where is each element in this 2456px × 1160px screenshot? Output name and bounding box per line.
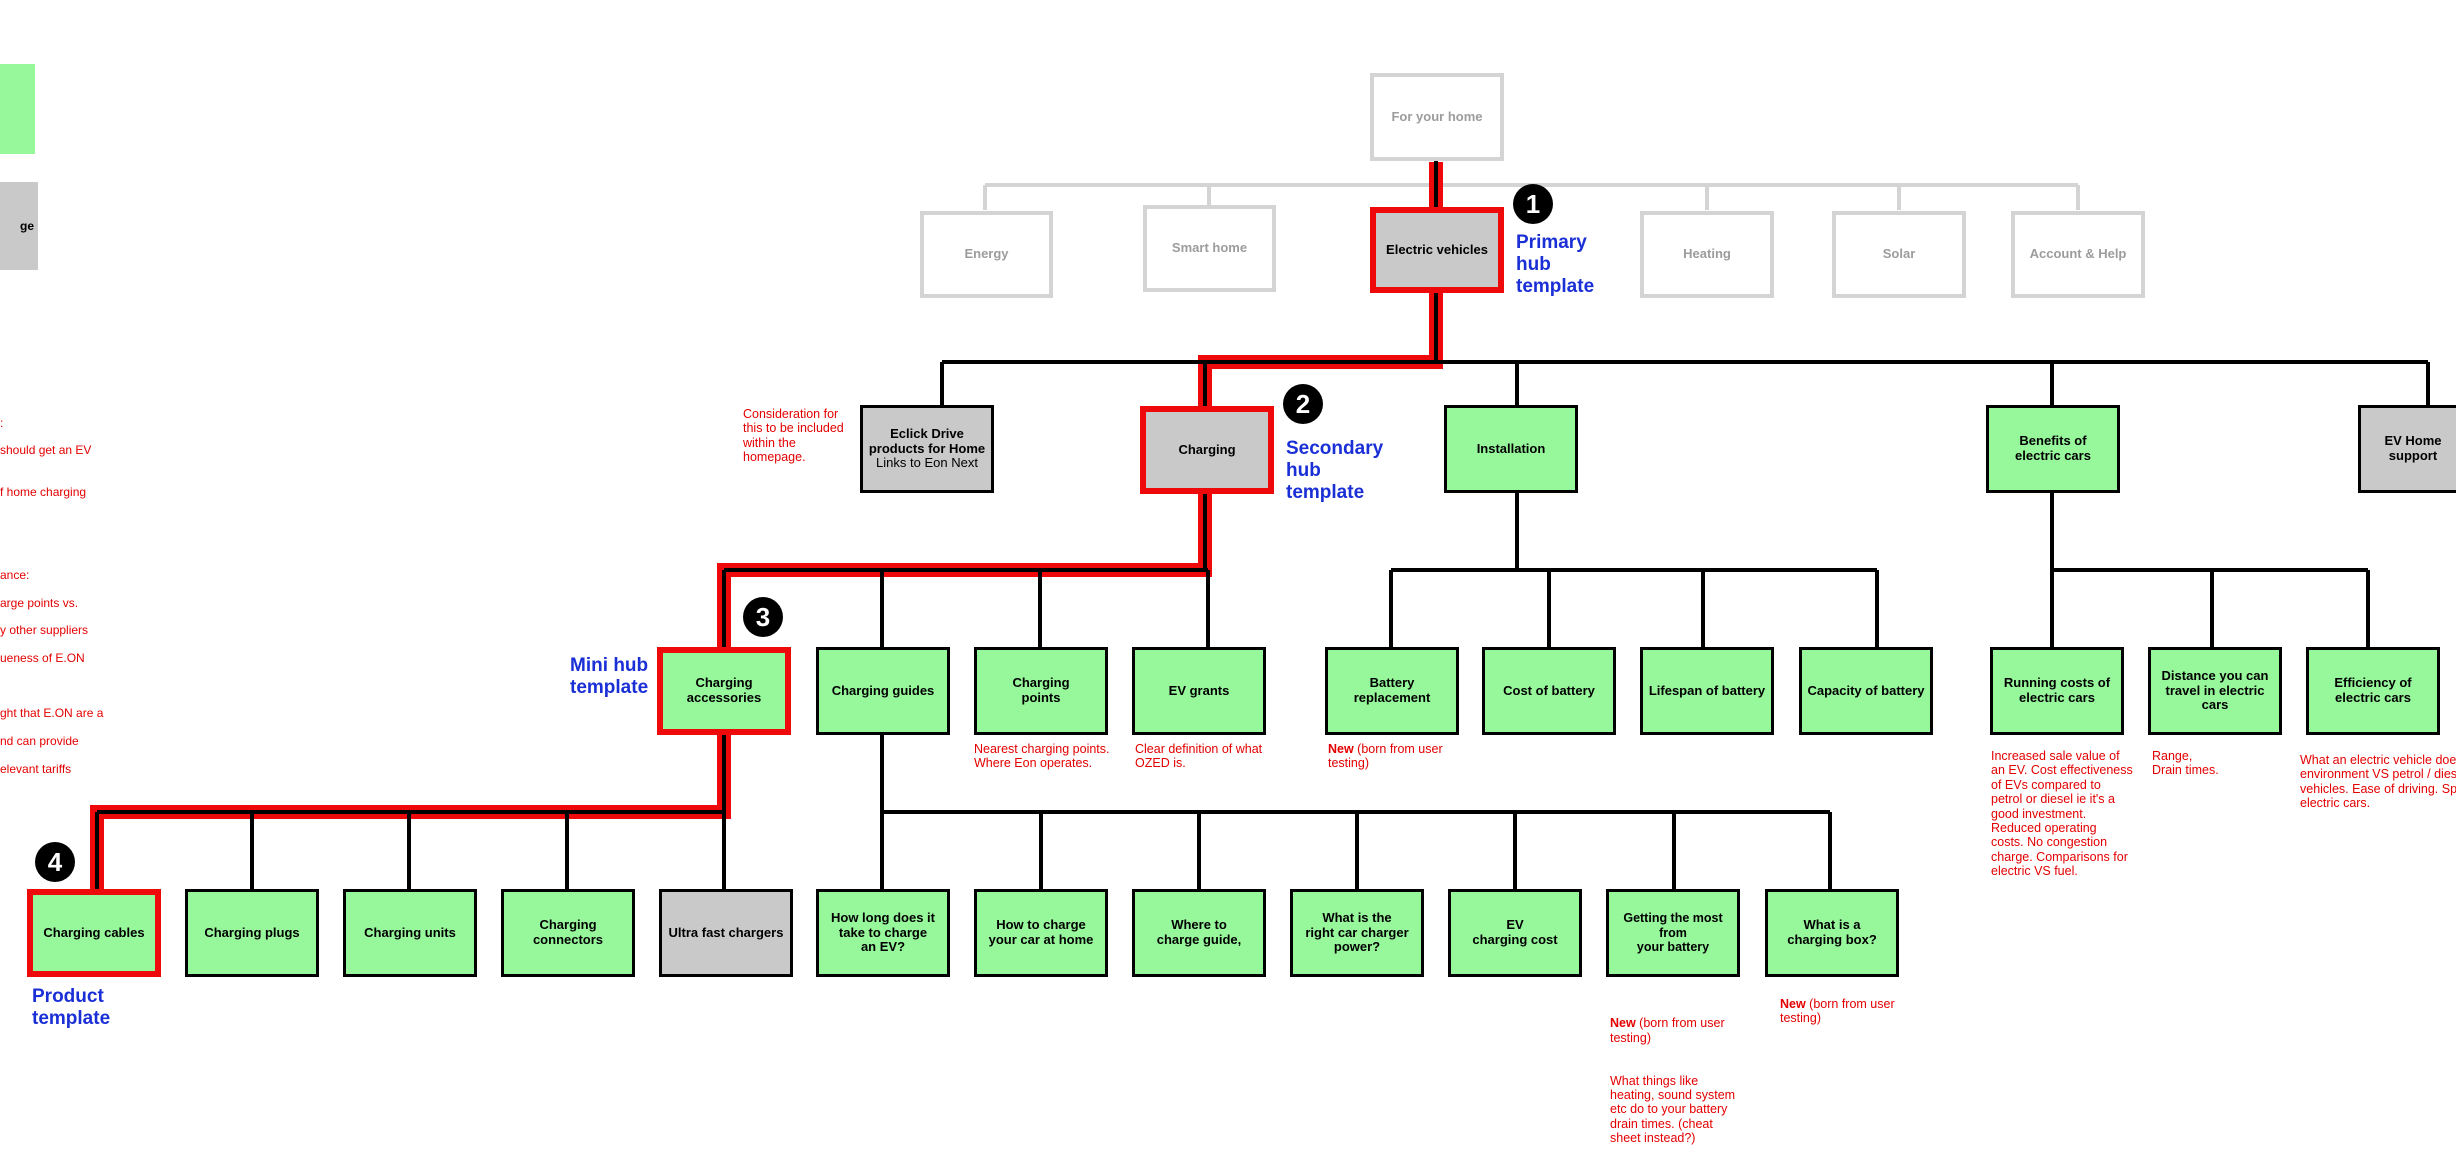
node-installation[interactable]: Installation	[1444, 405, 1578, 493]
node-lifespan-of-battery[interactable]: Lifespan of battery	[1640, 647, 1774, 735]
node-running-costs[interactable]: Running costs of electric cars	[1990, 647, 2124, 735]
note-charging-points: Nearest charging points. Where Eon opera…	[974, 742, 1110, 771]
eclick-title: Eclick Drive products for Home	[868, 425, 986, 456]
new-suffix: (born from user testing)	[1610, 1016, 1725, 1045]
primary-hub-template-label: Primary hub template	[1516, 232, 1595, 297]
node-where-to-charge[interactable]: Where to charge guide,	[1132, 889, 1266, 977]
battery-extra-note: What things like heating, sound system e…	[1610, 1073, 1736, 1146]
node-charging-accessories[interactable]: Charging accessories	[657, 647, 791, 735]
node-smart-home[interactable]: Smart home	[1143, 205, 1276, 292]
badge-2: 2	[1283, 384, 1323, 424]
mini-hub-template-label: Mini hub template	[570, 655, 649, 698]
eclick-subtitle: Links to Eon Next	[876, 455, 978, 471]
legend-note-line: y other suppliers	[0, 623, 89, 638]
legend-note-line: f home charging	[0, 484, 87, 499]
node-ultra-fast-chargers[interactable]: Ultra fast chargers	[659, 889, 793, 977]
node-cost-of-battery[interactable]: Cost of battery	[1482, 647, 1616, 735]
node-right-charger-power[interactable]: What is the right car charger power?	[1290, 889, 1424, 977]
node-efficiency[interactable]: Efficiency of electric cars	[2306, 647, 2440, 735]
legend-notes: : should get an EV f home charging ance:…	[0, 403, 110, 790]
node-how-long-charge[interactable]: How long does it take to charge an EV?	[816, 889, 950, 977]
legend-note-line: elevant tariffs	[0, 761, 72, 776]
note-ev-grants: Clear definition of what OZED is.	[1135, 742, 1263, 771]
node-charging[interactable]: Charging	[1140, 406, 1274, 494]
node-heating[interactable]: Heating	[1640, 211, 1774, 298]
new-label: New	[1610, 1016, 1636, 1031]
note-battery-replacement-new: New (born from user testing)	[1328, 742, 1443, 771]
node-charging-cables[interactable]: Charging cables	[27, 889, 161, 977]
node-battery-replacement[interactable]: Battery replacement	[1325, 647, 1459, 735]
product-template-label: Product template	[32, 986, 111, 1029]
new-label: New	[1328, 742, 1354, 756]
node-what-is-charging-box[interactable]: What is a charging box?	[1765, 889, 1899, 977]
node-ev-grants[interactable]: EV grants	[1132, 647, 1266, 735]
note-consideration: Consideration for this to be included wi…	[743, 407, 844, 465]
new-suffix: (born from user testing)	[1780, 997, 1895, 1026]
legend-note-line: nd can provide	[0, 733, 79, 748]
node-electric-vehicles[interactable]: Electric vehicles	[1370, 207, 1504, 293]
new-suffix: (born from user testing)	[1328, 742, 1443, 771]
note-running-costs: Increased sale value of an EV. Cost effe…	[1991, 749, 2133, 878]
node-for-your-home[interactable]: For your home	[1370, 73, 1504, 161]
legend-green-swatch	[0, 64, 35, 154]
legend-note-line: ueness of E.ON	[0, 650, 85, 665]
legend-note-line: ance:	[0, 568, 30, 583]
node-charging-points[interactable]: Charging points	[974, 647, 1108, 735]
node-charging-guides[interactable]: Charging guides	[816, 647, 950, 735]
node-getting-most-battery[interactable]: Getting the most from your battery	[1606, 889, 1740, 977]
node-ev-home-support[interactable]: EV Home support	[2358, 405, 2456, 493]
note-distance: Range, Drain times.	[2152, 749, 2219, 778]
node-solar[interactable]: Solar	[1832, 211, 1966, 298]
note-charging-box-new: New (born from user testing)	[1780, 997, 1895, 1026]
legend-note-line: ght that E.ON are a	[0, 706, 104, 721]
badge-3: 3	[743, 597, 783, 637]
legend-grey-label: ge	[19, 219, 34, 233]
note-getting-most-battery: New (born from user testing) What things…	[1610, 1002, 1735, 1160]
node-distance-travel[interactable]: Distance you can travel in electric cars	[2148, 647, 2282, 735]
node-benefits-electric-cars[interactable]: Benefits of electric cars	[1986, 405, 2120, 493]
node-how-to-charge-home[interactable]: How to charge your car at home	[974, 889, 1108, 977]
legend-grey-swatch: ge	[0, 182, 38, 270]
note-efficiency: What an electric vehicle does environmen…	[2300, 753, 2456, 811]
legend-note-line: :	[0, 415, 4, 430]
node-ev-charging-cost[interactable]: EV charging cost	[1448, 889, 1582, 977]
node-charging-connectors[interactable]: Charging connectors	[501, 889, 635, 977]
node-charging-plugs[interactable]: Charging plugs	[185, 889, 319, 977]
node-capacity-of-battery[interactable]: Capacity of battery	[1799, 647, 1933, 735]
secondary-hub-template-label: Secondary hub template	[1286, 438, 1384, 503]
badge-4: 4	[35, 842, 75, 882]
node-charging-units[interactable]: Charging units	[343, 889, 477, 977]
node-energy[interactable]: Energy	[920, 211, 1053, 298]
new-label: New	[1780, 997, 1806, 1011]
legend-note-line: arge points vs.	[0, 595, 79, 610]
legend-note-line: should get an EV	[0, 443, 92, 458]
badge-1: 1	[1513, 184, 1553, 224]
node-account-help[interactable]: Account & Help	[2011, 211, 2145, 298]
